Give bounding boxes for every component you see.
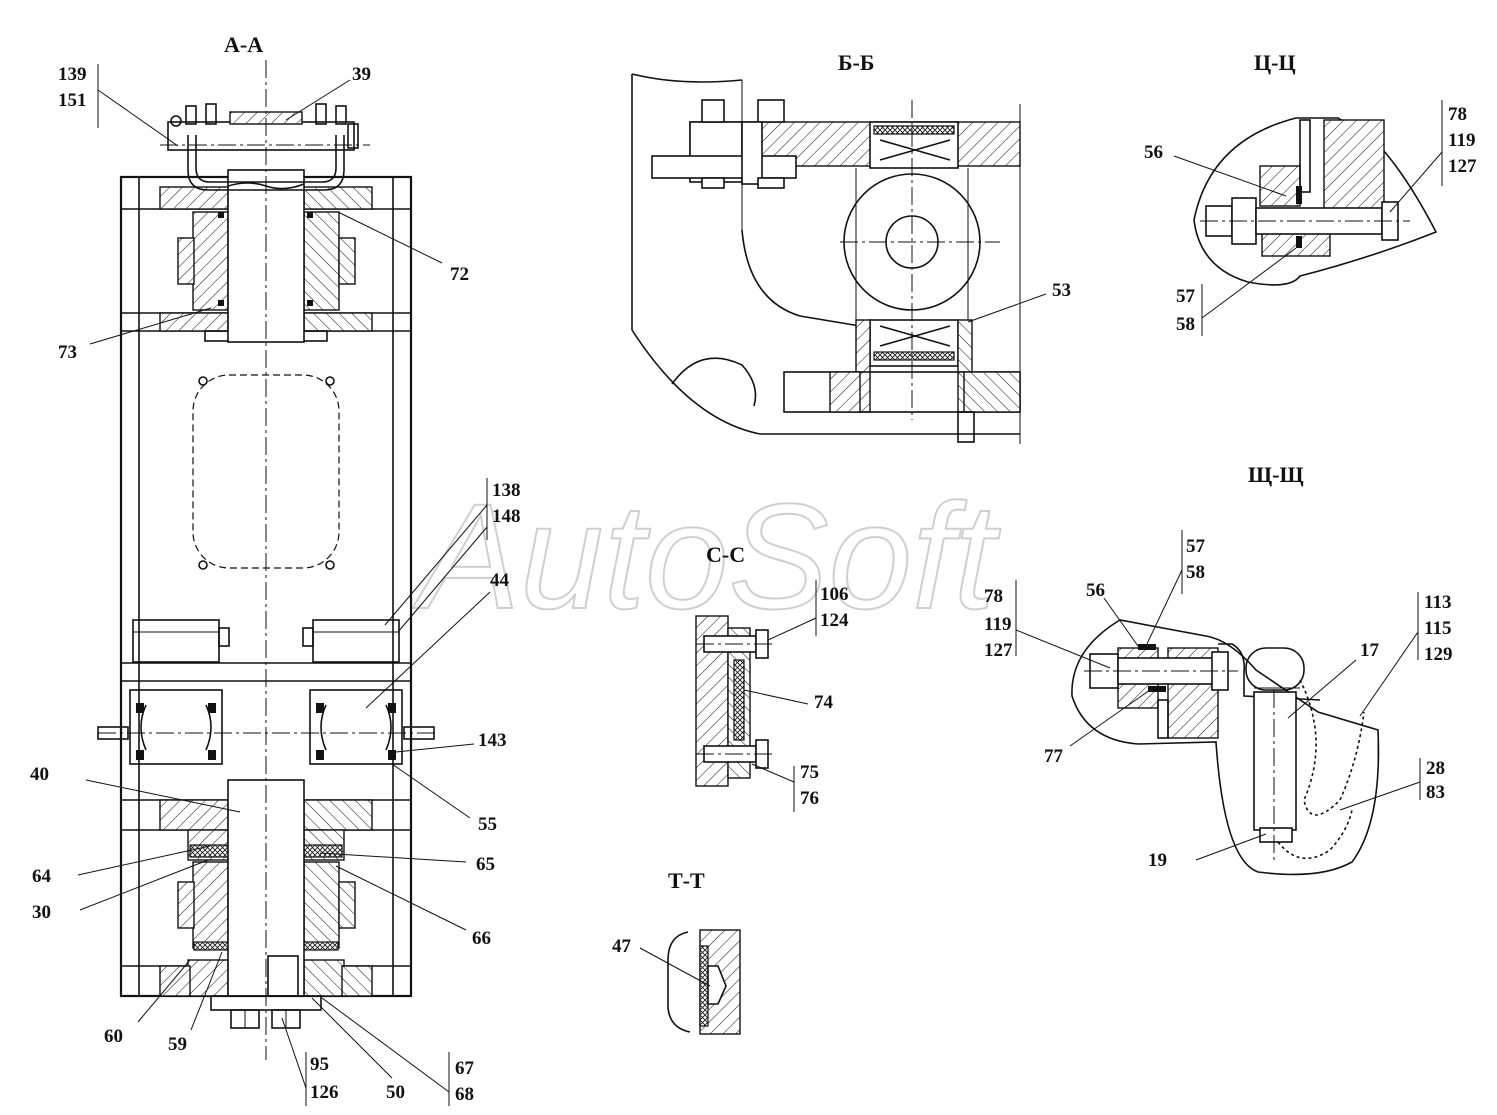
callout-65: 65 bbox=[476, 854, 495, 875]
callout-119b: 119 bbox=[984, 614, 1011, 635]
view-bb: Б-Б 53 bbox=[631, 50, 1071, 444]
callout-151: 151 bbox=[58, 90, 87, 111]
view-bb-title: Б-Б bbox=[838, 50, 874, 75]
callout-17: 17 bbox=[1360, 640, 1380, 661]
callout-76: 76 bbox=[800, 788, 819, 809]
callout-47: 47 bbox=[612, 936, 632, 957]
view-tsts-title: Ц-Ц bbox=[1254, 50, 1296, 75]
view-shsh: Щ-Щ 57 58 78 119 127 bbox=[984, 462, 1453, 876]
callout-58: 58 bbox=[1176, 314, 1195, 335]
callout-60: 60 bbox=[104, 1026, 123, 1047]
callout-106: 106 bbox=[820, 584, 849, 605]
callout-44: 44 bbox=[490, 570, 510, 591]
callout-59: 59 bbox=[168, 1034, 187, 1055]
view-aa: А-А bbox=[30, 32, 521, 1106]
callout-83: 83 bbox=[1426, 782, 1445, 803]
callout-72: 72 bbox=[450, 264, 469, 285]
callout-40: 40 bbox=[30, 764, 49, 785]
callout-139: 139 bbox=[58, 64, 87, 85]
callout-127b: 127 bbox=[984, 640, 1013, 661]
callout-56b: 56 bbox=[1086, 580, 1105, 601]
callout-28: 28 bbox=[1426, 758, 1445, 779]
callout-73: 73 bbox=[58, 342, 77, 363]
callout-68: 68 bbox=[455, 1084, 474, 1105]
callout-113: 113 bbox=[1424, 592, 1451, 613]
callout-66: 66 bbox=[472, 928, 491, 949]
callout-64: 64 bbox=[32, 866, 52, 887]
callout-115: 115 bbox=[1424, 618, 1451, 639]
callout-30: 30 bbox=[32, 902, 51, 923]
view-tt: Т-Т 47 bbox=[612, 868, 741, 1035]
callout-53: 53 bbox=[1052, 280, 1071, 301]
callout-75: 75 bbox=[800, 762, 819, 783]
callout-55: 55 bbox=[478, 814, 497, 835]
callout-119: 119 bbox=[1448, 130, 1475, 151]
callout-39: 39 bbox=[352, 64, 371, 85]
view-shsh-title: Щ-Щ bbox=[1248, 462, 1304, 487]
callout-77: 77 bbox=[1044, 746, 1064, 767]
callout-67: 67 bbox=[455, 1058, 475, 1079]
callout-78b: 78 bbox=[984, 586, 1003, 607]
view-tsts: Ц-Ц 56 78 119 127 57 58 bbox=[1144, 50, 1477, 336]
view-aa-title: А-А bbox=[224, 32, 263, 57]
callout-126: 126 bbox=[310, 1082, 339, 1103]
callout-56: 56 bbox=[1144, 142, 1163, 163]
callout-148: 148 bbox=[492, 506, 521, 527]
callout-74: 74 bbox=[814, 692, 834, 713]
callout-58b: 58 bbox=[1186, 562, 1205, 583]
callout-129: 129 bbox=[1424, 644, 1453, 665]
callout-127: 127 bbox=[1448, 156, 1477, 177]
callout-57b: 57 bbox=[1186, 536, 1206, 557]
view-ss-title: С-С bbox=[706, 542, 745, 567]
view-tt-title: Т-Т bbox=[668, 868, 705, 893]
callout-78: 78 bbox=[1448, 104, 1467, 125]
callout-50: 50 bbox=[386, 1082, 405, 1103]
view-ss: С-С 106 124 74 75 76 bbox=[695, 542, 849, 812]
callout-124: 124 bbox=[820, 610, 849, 631]
callout-19: 19 bbox=[1148, 850, 1167, 871]
watermark: AutoSoft bbox=[412, 472, 1001, 640]
callout-95: 95 bbox=[310, 1054, 329, 1075]
callout-143: 143 bbox=[478, 730, 507, 751]
callout-57: 57 bbox=[1176, 286, 1196, 307]
callout-138: 138 bbox=[492, 480, 521, 501]
